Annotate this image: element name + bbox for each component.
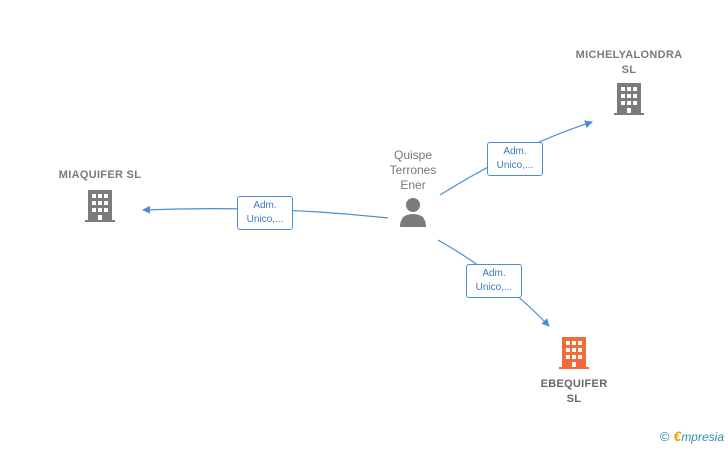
copyright-icon: © bbox=[659, 429, 670, 444]
company-node-michelyalondra[interactable]: MICHELYALONDRA SL bbox=[567, 48, 691, 121]
brand-initial: € bbox=[673, 428, 682, 444]
company-name: EBEQUIFER SL bbox=[540, 378, 608, 405]
company-name: MIAQUIFER SL bbox=[58, 169, 142, 181]
edge-label-ebequifer[interactable]: Adm. Unico,... bbox=[466, 264, 522, 298]
building-icon bbox=[85, 190, 115, 222]
edge-label-miaquifer[interactable]: Adm. Unico,... bbox=[237, 196, 293, 230]
company-node-miaquifer[interactable]: MIAQUIFER SL bbox=[40, 168, 160, 228]
person-node[interactable]: Quispe Terrones Ener bbox=[380, 148, 446, 233]
person-name: Quispe Terrones Ener bbox=[389, 148, 437, 192]
brand-name: mpresia bbox=[681, 430, 724, 444]
brand-logo: ©€mpresia bbox=[660, 428, 724, 444]
edge-label-michelyalondra[interactable]: Adm. Unico,... bbox=[487, 142, 543, 176]
person-icon bbox=[400, 198, 426, 227]
building-icon bbox=[614, 83, 644, 115]
company-name: MICHELYALONDRA SL bbox=[575, 49, 683, 76]
company-node-ebequifer[interactable]: EBEQUIFER SL bbox=[520, 334, 628, 407]
building-icon-highlighted bbox=[559, 337, 589, 369]
